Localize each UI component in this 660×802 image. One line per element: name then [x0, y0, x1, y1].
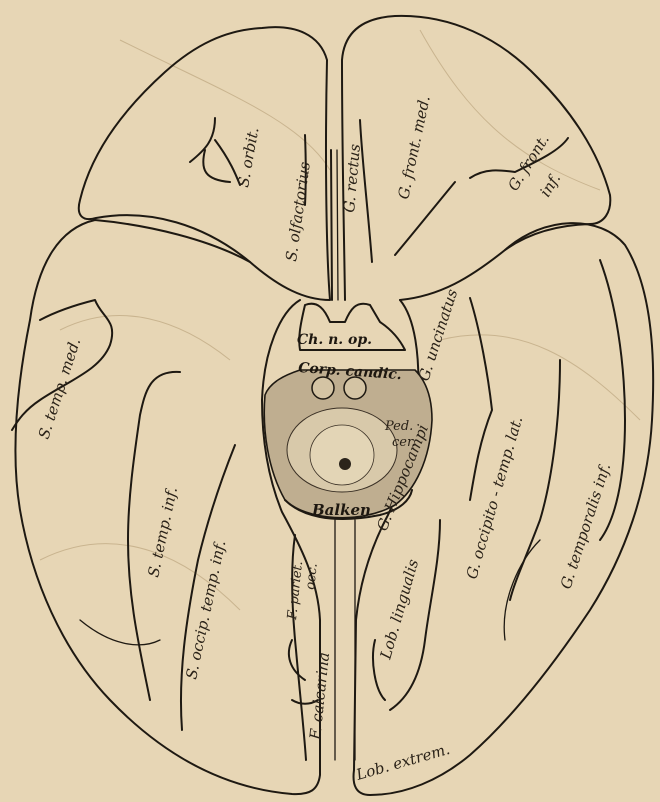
- label-s-temp-inf: S. temp. inf.: [144, 485, 181, 579]
- label-g-temporalis-inf: G. temporalis inf.: [557, 461, 615, 591]
- label-lob-lingualis: Lob. lingualis: [376, 557, 422, 662]
- label-g-occipito-temp-lat: G. occipito - temp. lat.: [463, 414, 527, 581]
- olfactory-tracts: [331, 150, 338, 300]
- label-f-calcarina: F. calcarina: [306, 651, 333, 741]
- label-f-parieto-occ-2: occ.: [303, 562, 321, 590]
- right-frontal-lobe: [342, 16, 610, 300]
- label-f-parieto-occ-1: F. pariet.: [285, 560, 306, 621]
- label-g-uncinatus: G. uncinatus: [415, 287, 462, 384]
- label-g-front-inf-2: inf.: [536, 170, 564, 200]
- background-sketch: [40, 30, 640, 610]
- label-ped-cer-1: Ped.: [384, 419, 413, 434]
- label-balken: Balken: [311, 501, 371, 519]
- label-s-olfactorius: S. olfactorius: [282, 160, 314, 262]
- label-s-orbit: S. orbit.: [234, 126, 262, 189]
- label-ch-n-op: Ch. n. op.: [297, 332, 372, 348]
- label-s-temp-med: S. temp. med.: [35, 336, 85, 441]
- label-g-front-med: G. front. med.: [394, 94, 434, 201]
